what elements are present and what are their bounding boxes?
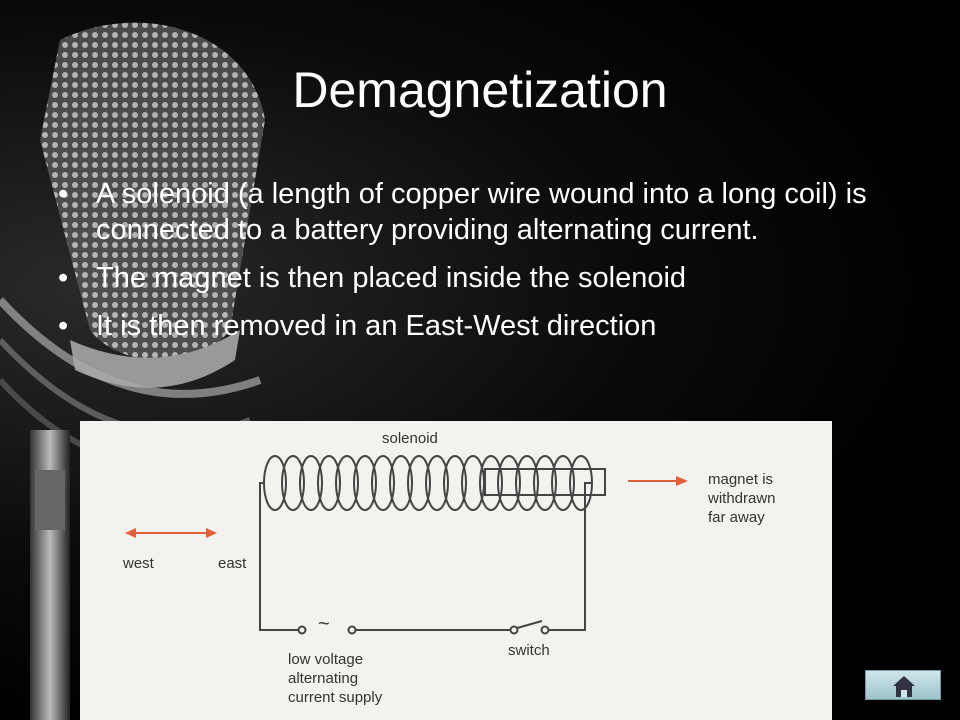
switch-label: switch <box>508 642 550 659</box>
circuit-wire <box>259 482 592 631</box>
magnet-bar <box>484 468 606 496</box>
bullet-item-3: It is then removed in an East-West direc… <box>58 308 918 344</box>
switch-lever <box>516 620 543 629</box>
supply-label-line-1: low voltage <box>288 651 364 668</box>
demagnetization-diagram: solenoid magnet is withdrawn far away we… <box>80 421 832 720</box>
bullet-list: A solenoid (a length of copper wire woun… <box>58 176 918 356</box>
home-button[interactable] <box>865 670 941 700</box>
ac-symbol: ~ <box>318 613 330 635</box>
home-icon <box>893 676 915 697</box>
supply-label-line-3: current supply <box>288 689 383 706</box>
bullet-item-2: The magnet is then placed inside the sol… <box>58 260 918 296</box>
circuit-drawing <box>125 455 688 635</box>
slide-title: Demagnetization <box>292 62 668 118</box>
west-label: west <box>123 555 154 572</box>
supply-label-line-2: alternating <box>288 670 359 687</box>
withdrawn-arrow <box>628 476 688 486</box>
magnet-label-line-1: magnet is <box>708 471 774 488</box>
east-label: east <box>218 555 247 572</box>
magnet-label-line-2: withdrawn <box>708 490 776 507</box>
magnet-label-line-3: far away <box>708 509 765 526</box>
solenoid-label: solenoid <box>382 430 438 447</box>
bullet-item-1: A solenoid (a length of copper wire woun… <box>58 176 918 248</box>
solenoid-coil <box>263 455 593 511</box>
west-east-arrow <box>125 528 217 538</box>
